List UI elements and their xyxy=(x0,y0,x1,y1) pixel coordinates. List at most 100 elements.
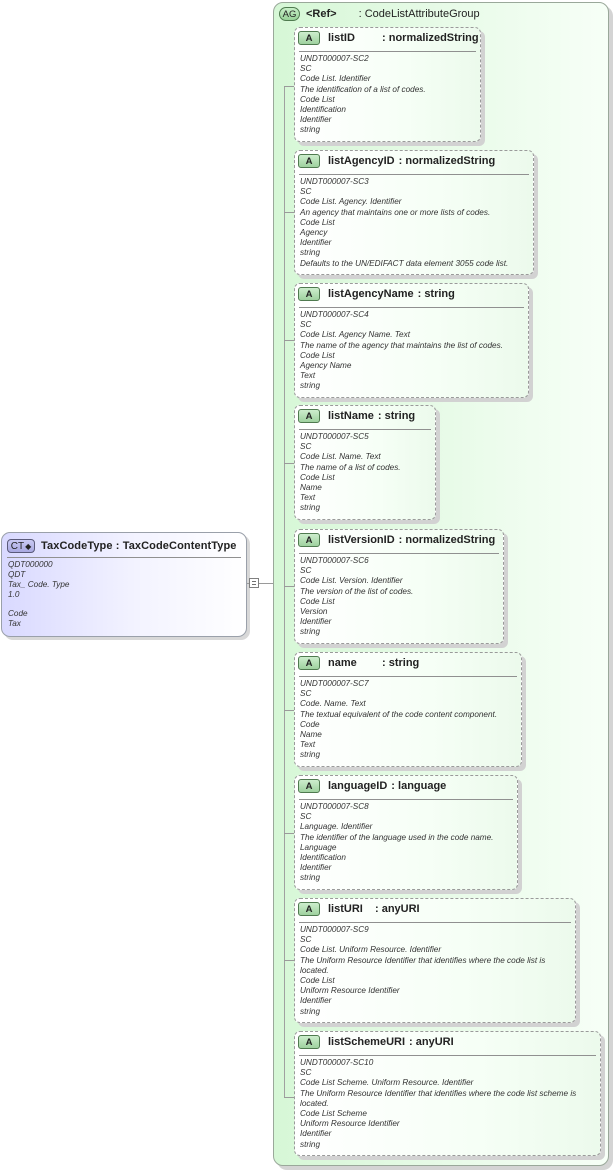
annotation-line: string xyxy=(300,381,321,391)
annotation-line: UNDT000007-SC10 xyxy=(300,1058,374,1067)
attribute-header: A listVersionID : normalizedString xyxy=(298,532,495,548)
attribute-card[interactable]: A name : string UNDT000007-SC7 SC Code. … xyxy=(294,652,526,771)
attribute-card[interactable]: A listName : string UNDT000007-SC5 SC Co… xyxy=(294,405,440,524)
attribute-card-body xyxy=(294,283,529,398)
annotation-line: Identifier xyxy=(300,1129,332,1139)
attribute-header: A languageID : language xyxy=(298,778,446,794)
attribute-header: A listURI : anyURI xyxy=(298,901,420,917)
attribute-name: name xyxy=(328,657,357,669)
attribute-annotations: UNDT000007-SC3 SC Code List. Agency. Ide… xyxy=(300,177,530,269)
annotation-line: SC xyxy=(300,64,312,74)
annotation-line: The Uniform Resource Identifier that ide… xyxy=(300,1088,577,1108)
complex-type-title: TaxCodeType : TaxCodeContentType xyxy=(41,540,237,552)
annotation-line: Uniform Resource Identifier xyxy=(300,986,400,996)
attribute-name: listAgencyName xyxy=(328,288,414,300)
complex-type-icon: CT◆ xyxy=(7,539,35,553)
annotation-line: Version xyxy=(300,607,328,617)
annotation-line: Code List. Identifier xyxy=(300,74,371,84)
attribute-divider xyxy=(299,174,529,175)
attribute-header: A listName : string xyxy=(298,408,415,424)
annotation-line: UNDT000007-SC4 xyxy=(300,310,369,319)
attribute-card[interactable]: A listAgencyName : string UNDT000007-SC4… xyxy=(294,283,533,402)
attribute-header: A name : string xyxy=(298,655,419,671)
attribute-divider xyxy=(299,922,571,923)
annotation-line: UNDT000007-SC2 xyxy=(300,54,369,63)
complex-type-badge-label: CT xyxy=(10,540,25,552)
attribute-annotations: UNDT000007-SC10 SC Code List Scheme. Uni… xyxy=(300,1058,597,1150)
attribute-type: : string xyxy=(382,657,420,669)
annotation-line: string xyxy=(300,750,321,760)
attribute-card[interactable]: A listVersionID : normalizedString UNDT0… xyxy=(294,529,508,648)
annotation-line: Tax_ Code. Type xyxy=(8,579,70,589)
attribute-icon: A xyxy=(298,779,320,793)
annotation-line: Language. Identifier xyxy=(300,822,373,832)
complex-type-box[interactable]: CT◆ TaxCodeType : TaxCodeContentType QDT… xyxy=(1,532,247,637)
attribute-icon: A xyxy=(298,287,320,301)
annotation-line: Identification xyxy=(300,105,346,115)
attribute-card[interactable]: A listID : normalizedString UNDT000007-S… xyxy=(294,27,485,146)
attribute-icon: A xyxy=(298,533,320,547)
annotation-line: UNDT000007-SC3 xyxy=(300,177,369,186)
annotation-line: string xyxy=(300,1006,321,1016)
annotation-line: UNDT000007-SC9 xyxy=(300,925,369,934)
attribute-name: listAgencyID xyxy=(328,155,395,167)
annotation-line: string xyxy=(300,873,321,883)
annotation-line: Agency Name xyxy=(300,361,352,371)
annotation-line: UNDT000007-SC6 xyxy=(300,556,369,565)
annotation-line: Name xyxy=(300,483,322,493)
sequence-icon[interactable] xyxy=(249,578,259,588)
annotation-line: Text xyxy=(300,371,316,381)
attribute-connector xyxy=(284,960,294,961)
attribute-connector xyxy=(284,833,294,834)
annotation-line: SC xyxy=(300,689,312,699)
connector-line xyxy=(247,583,277,584)
annotation-line: Identifier xyxy=(300,996,332,1006)
annotation-line: The name of the agency that maintains th… xyxy=(300,340,503,350)
attribute-connector xyxy=(284,463,294,464)
annotation-line: string xyxy=(300,248,321,258)
attribute-icon: A xyxy=(298,902,320,916)
annotation-line: Text xyxy=(300,740,316,750)
annotation-line: Code List xyxy=(300,94,335,104)
complex-type-base: TaxCodeContentType xyxy=(122,540,237,552)
attribute-card[interactable]: A listSchemeURI : anyURI UNDT000007-SC10… xyxy=(294,1031,605,1160)
annotation-line: UNDT000007-SC5 xyxy=(300,432,369,441)
attribute-card-body xyxy=(294,775,518,890)
attribute-header: A listAgencyName : string xyxy=(298,286,455,302)
annotation-line: Code xyxy=(8,609,28,619)
annotation-line: Code List. Name. Text xyxy=(300,452,381,462)
attribute-type: : language xyxy=(391,780,447,792)
attribute-icon: A xyxy=(298,409,320,423)
attribute-divider xyxy=(299,553,499,554)
annotation-line: The identifier of the language used in t… xyxy=(300,832,494,842)
attribute-annotations: UNDT000007-SC2 SC Code List. Identifier … xyxy=(300,54,477,136)
attribute-name: listVersionID xyxy=(328,534,395,546)
attribute-divider xyxy=(299,799,513,800)
attribute-connector xyxy=(284,212,294,213)
annotation-line: Identifier xyxy=(300,617,332,627)
attribute-type: : normalizedString xyxy=(382,32,479,44)
attribute-annotations: UNDT000007-SC9 SC Code List. Uniform Res… xyxy=(300,925,572,1017)
annotation-line: 1.0 xyxy=(8,589,20,599)
attribute-annotations: UNDT000007-SC5 SC Code List. Name. Text … xyxy=(300,432,432,514)
annotation-line: QDT xyxy=(8,569,26,579)
annotation-line: SC xyxy=(300,187,312,197)
annotation-line: Identification xyxy=(300,853,346,863)
annotation-line: The Uniform Resource Identifier that ide… xyxy=(300,955,546,975)
annotation-line: Code List xyxy=(300,596,335,606)
complex-type-header: CT◆ TaxCodeType : TaxCodeContentType xyxy=(7,538,237,554)
attribute-card[interactable]: A listAgencyID : normalizedString UNDT00… xyxy=(294,150,538,279)
annotation-line: The textual equivalent of the code conte… xyxy=(300,709,498,719)
annotation-line: Code. Name. Text xyxy=(300,699,366,709)
annotation-line: Code List Scheme. Uniform Resource. Iden… xyxy=(300,1078,474,1088)
annotation-line: SC xyxy=(300,935,312,945)
attribute-card[interactable]: A listURI : anyURI UNDT000007-SC9 SC Cod… xyxy=(294,898,580,1027)
attribute-connector xyxy=(284,586,294,587)
complex-type-divider xyxy=(7,557,241,558)
attribute-divider xyxy=(299,429,431,430)
attribute-name: listName xyxy=(328,410,374,422)
annotation-line: Tax xyxy=(8,619,21,629)
attribute-card[interactable]: A languageID : language UNDT000007-SC8 S… xyxy=(294,775,522,894)
attribute-card-body xyxy=(294,529,504,644)
attribute-annotations: UNDT000007-SC4 SC Code List. Agency Name… xyxy=(300,310,525,392)
